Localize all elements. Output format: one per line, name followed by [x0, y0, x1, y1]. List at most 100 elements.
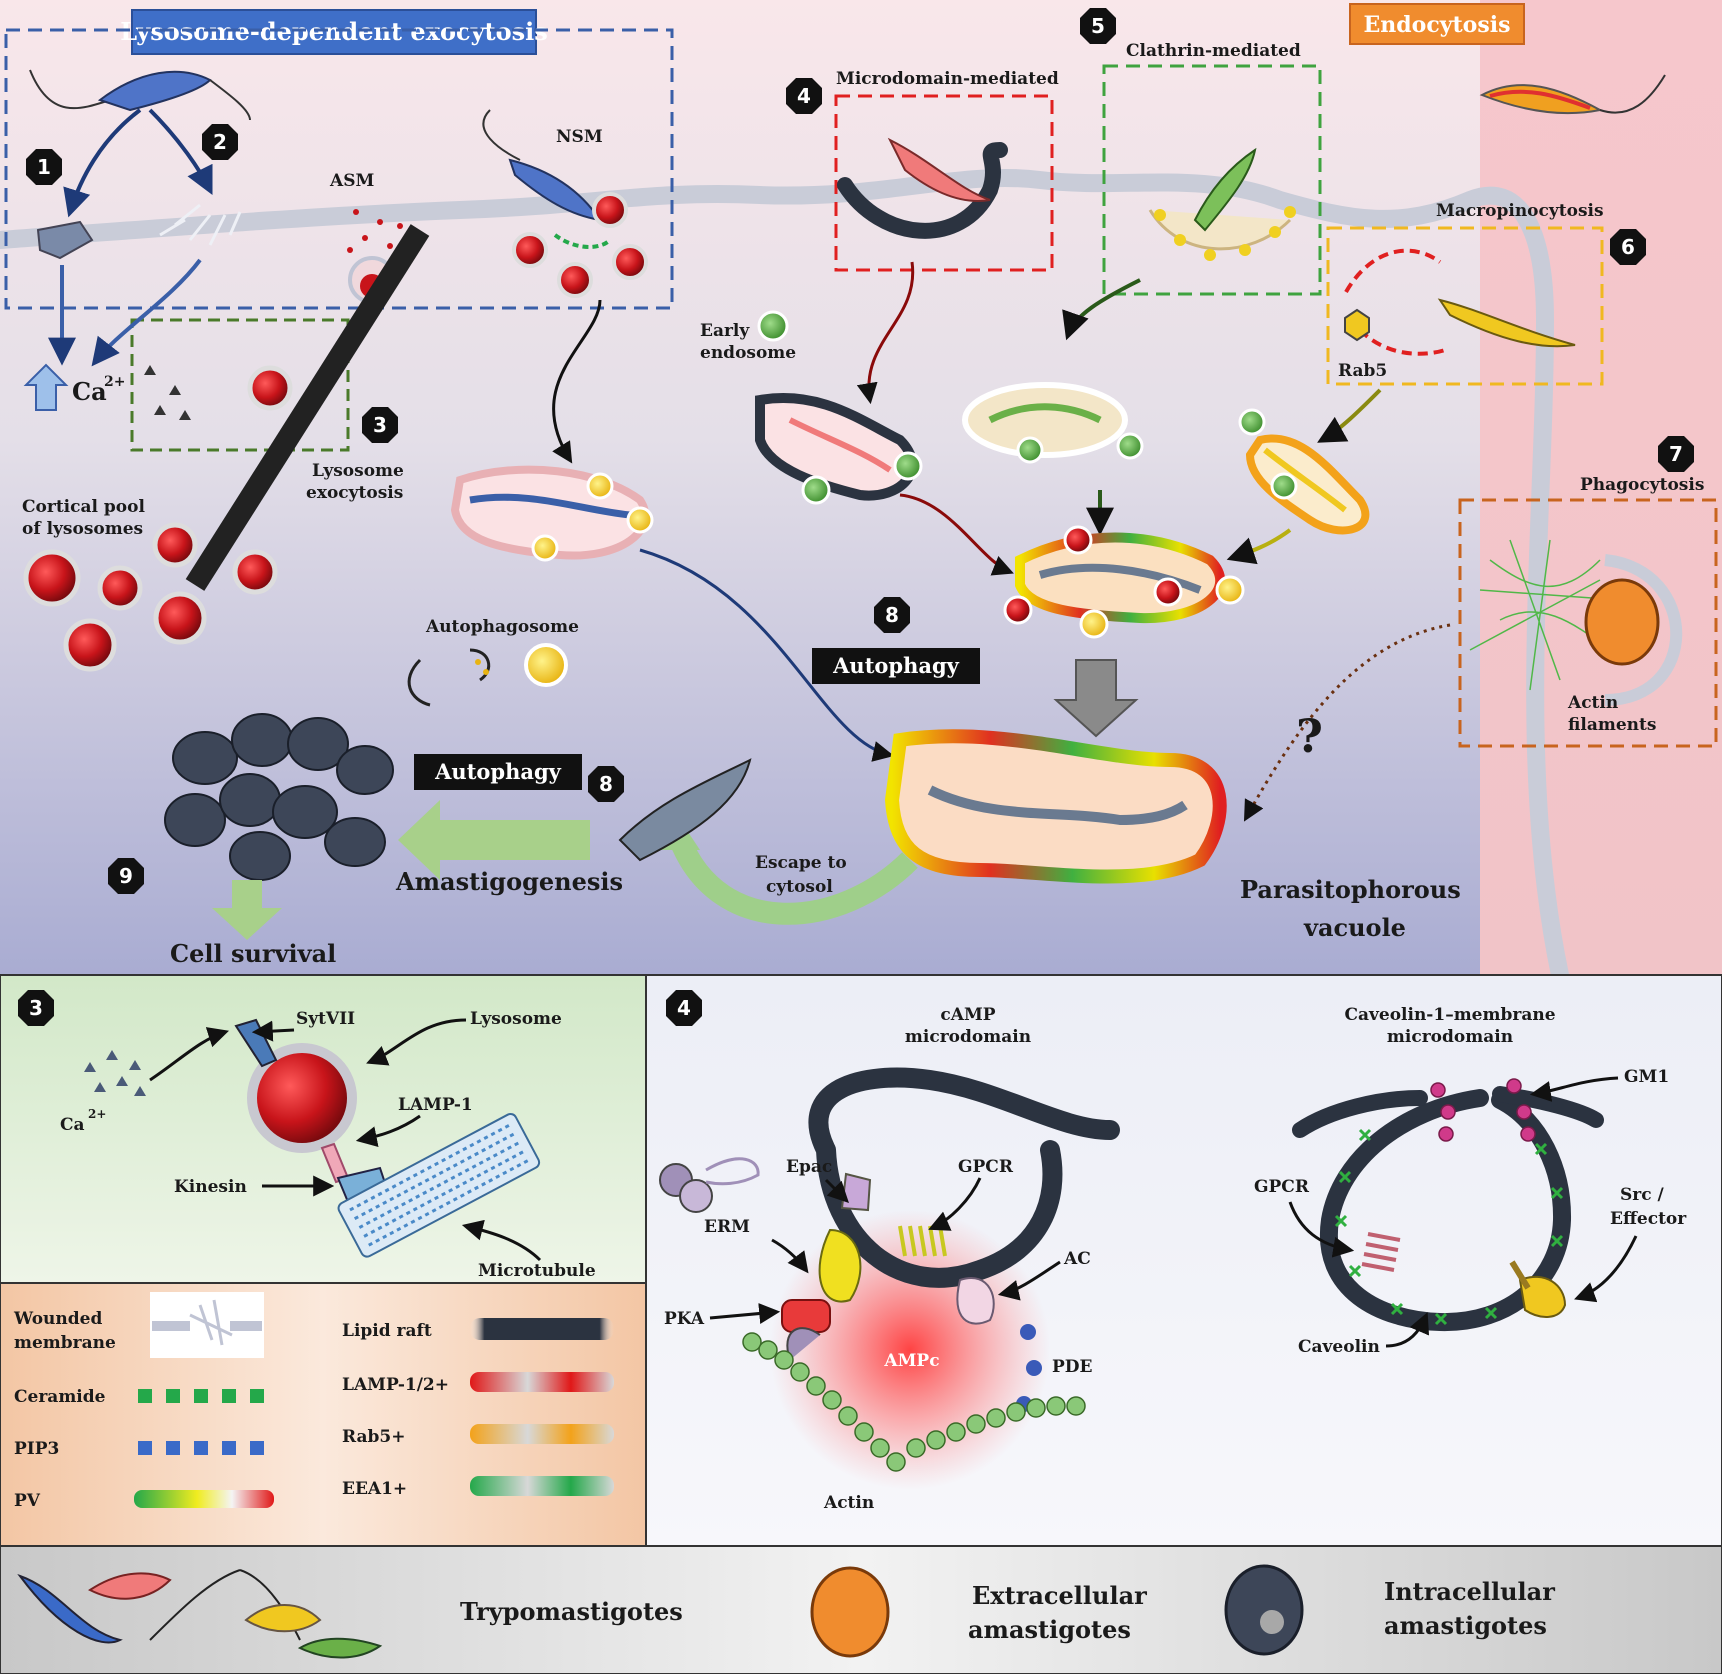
- badge-8a-label: 8: [885, 603, 899, 627]
- badge-1-label: 1: [37, 155, 51, 179]
- cell-survival-arrow: [212, 880, 282, 940]
- caveolin-label: Caveolin: [1298, 1337, 1380, 1357]
- lamp1-label: LAMP-1: [398, 1095, 473, 1115]
- clathrin-pit: [1148, 147, 1296, 261]
- caveolin-gpcr-icon: [1361, 1232, 1401, 1272]
- ac-arrow: [997, 1260, 1061, 1301]
- cortical-lysosome-pool: [23, 522, 278, 672]
- question-mark: ?: [1296, 709, 1323, 763]
- nsm-down-arrow: [552, 299, 602, 464]
- panel3-microtubule: [337, 1112, 541, 1258]
- panel4-badge-label: 4: [677, 996, 691, 1020]
- legend-eea1: EEA1+: [342, 1479, 407, 1499]
- gpcr-arrow: [928, 1177, 982, 1231]
- pv-label-2: vacuole: [1303, 913, 1406, 942]
- actin-filaments-label-2: filaments: [1568, 715, 1656, 735]
- maturing-vacuole: [1003, 525, 1245, 639]
- legend-lamp12-swatch: [470, 1372, 614, 1392]
- badge-7-label: 7: [1669, 442, 1683, 466]
- microtubule-arrow: [461, 1219, 542, 1262]
- actin-filament-mesh: [1469, 539, 1621, 691]
- autophagy-badge-2: [414, 754, 582, 790]
- badge-6-label: 6: [1621, 235, 1635, 259]
- phagocytosis-label: Phagocytosis: [1580, 475, 1704, 495]
- epac-arrow: [824, 1178, 849, 1203]
- right-background: [1480, 0, 1722, 975]
- epac-label: Epac: [786, 1157, 832, 1177]
- legend-eea1-swatch: [470, 1476, 614, 1496]
- gm1-arrow: [1529, 1076, 1619, 1102]
- rab5-ruffle: [1344, 248, 1446, 356]
- actin-chain-icon: [742, 1332, 1086, 1472]
- microdomain-to-pv-arrow: [899, 493, 1014, 576]
- lamp1-arrow: [355, 1114, 421, 1147]
- badge-5-label: 5: [1091, 14, 1105, 38]
- plasma-membrane: [0, 169, 1569, 984]
- early-endosome-label-1: Early: [700, 321, 750, 341]
- panel3-badge-label: 3: [29, 996, 43, 1020]
- lysosome-exocytosis-box: [130, 318, 350, 452]
- src-effector-icon: [1518, 1275, 1567, 1318]
- trypomastigote-blue-icon: [29, 69, 251, 121]
- clathrin-box: [1102, 64, 1322, 296]
- asm-label: ASM: [329, 171, 374, 191]
- path1-arrow: [63, 108, 142, 218]
- erm-label: ERM: [704, 1217, 750, 1237]
- footer-extracellular-icon: [810, 1566, 890, 1658]
- badge-9-label: 9: [119, 864, 133, 888]
- autophagy-label-1: Autophagy: [832, 653, 960, 678]
- kinesin-label: Kinesin: [174, 1177, 247, 1197]
- microdomain-invagination: [837, 137, 1008, 239]
- endocytosis-header: Endocytosis: [1349, 3, 1525, 45]
- actin-filaments-label-1: Actin: [1567, 693, 1618, 713]
- ampc-label: AMPc: [883, 1351, 939, 1371]
- ca-channel-icon: [36, 220, 94, 260]
- panel3-ca-sup-label: 2+: [88, 1107, 106, 1121]
- amastigogenesis-arrow: [398, 800, 590, 880]
- nsm-to-pv-arrow: [639, 548, 895, 762]
- autophagosome-label: Autophagosome: [425, 617, 579, 637]
- microdomain-down-arrow: [856, 261, 915, 405]
- endocytosis-title: Endocytosis: [1364, 12, 1511, 38]
- lysosome-exocytosis-label-1: Lysosome: [312, 461, 404, 481]
- macropinocytosis-box: [1326, 226, 1604, 386]
- early-endosome-label-2: endosome: [700, 343, 796, 363]
- camp-invagination-membrane: [808, 1067, 1120, 1288]
- src-label-1: Src /: [1620, 1185, 1665, 1205]
- src-effector-link: [1509, 1260, 1531, 1290]
- caveolin-proteins: [1334, 1128, 1564, 1326]
- trypomastigote-rainbow-icon: [1479, 74, 1666, 115]
- clathrin-coated-vesicle: [962, 382, 1144, 464]
- legend-wound-marks: [189, 1299, 233, 1346]
- src-label-2: Effector: [1610, 1209, 1687, 1229]
- step-badges: 1 2 3 4 5 6 7 8 8 9: [26, 8, 1694, 894]
- nsm-lysosomes: [512, 192, 648, 298]
- pka-arrow: [709, 1303, 781, 1324]
- autophagosome-icons: [407, 643, 568, 707]
- sytvii-label: SytVII: [296, 1009, 355, 1029]
- macropino-to-pv-arrow: [1226, 528, 1292, 565]
- rab5-hexagon-icon: [1344, 308, 1370, 342]
- amastigote-cluster: [164, 713, 394, 881]
- ac-enzyme-icon: [956, 1277, 995, 1325]
- gpcr-icon: [898, 1225, 947, 1257]
- path2-arrow: [148, 108, 213, 196]
- phagocytosed-amastigote-icon: [1584, 578, 1660, 666]
- early-endosome-icon: [757, 310, 789, 342]
- panel3-ca-arrow: [149, 1027, 229, 1082]
- legend-lipid-raft-swatch: [470, 1318, 614, 1340]
- erm-arrow: [771, 1238, 809, 1274]
- ca-label: Ca: [72, 377, 107, 406]
- panel3-ca-label: Ca: [60, 1115, 85, 1135]
- exocytosis-lysosome: [247, 365, 293, 411]
- sytvii-protein-icon: [234, 1018, 278, 1068]
- pka-label: PKA: [664, 1309, 705, 1329]
- legend-ceramide: Ceramide: [14, 1387, 106, 1407]
- nsm-label: NSM: [556, 127, 603, 147]
- legend-rab5-swatch: [470, 1424, 614, 1444]
- panel3-lysosome-label: Lysosome: [470, 1009, 562, 1029]
- caveolin-title-1: Caveolin-1–membrane: [1344, 1005, 1555, 1025]
- caveolin-gpcr-arrow: [1288, 1201, 1355, 1258]
